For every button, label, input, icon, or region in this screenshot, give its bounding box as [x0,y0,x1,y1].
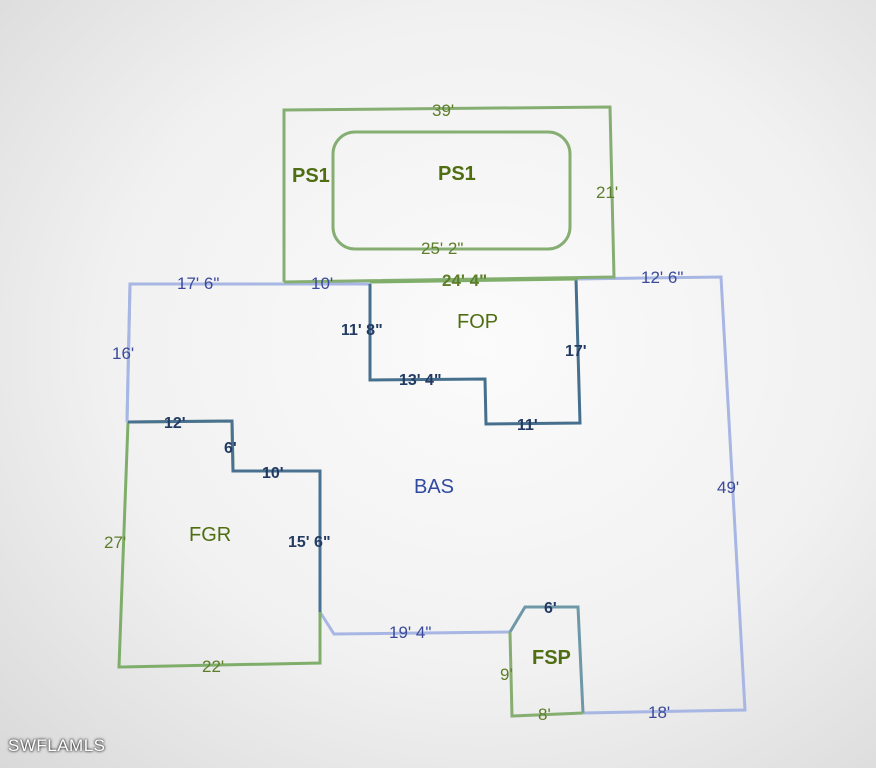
dim-bas-right: 49' [717,478,739,497]
dim-fop-bottom: 11' [517,417,538,434]
fop-outline [368,278,582,426]
dim-bas-top-mid: 10' [311,274,333,293]
fsp-outline-top [508,605,585,714]
fgr-top-step [127,419,322,612]
fgr-label: FGR [189,524,231,546]
watermark: SWFLAMLS [8,736,106,755]
dim-bas-bottom-mid: 19' 4" [389,623,431,642]
dim-pool-right: 21' [596,183,618,202]
dim-fgr-step-v: 6' [224,440,237,457]
dim-fop-top: 24' 4" [442,271,487,290]
fop-label: FOP [457,311,498,333]
bas-outline [125,282,371,423]
pool-outer-label: PS1 [292,165,330,187]
dim-fgr-left: 27' [104,533,126,552]
dim-fsp-left: 9' [500,665,513,684]
dim-fop-left: 11' 8" [341,322,383,339]
dim-fsp-top: 6' [544,600,557,617]
dim-bas-top-right: 12' 6" [641,268,683,287]
dim-bas-left-upper: 16' [112,344,134,363]
pool-inner-label: PS1 [438,163,476,185]
dim-pool-inner-bottom: 25' 2" [421,239,463,258]
dim-bas-bottom-right: 18' [648,703,670,722]
dim-fop-right: 17' [565,343,587,360]
bas-perimeter [125,275,747,715]
pool-inner-outline [331,130,572,251]
dim-pool-top: 39' [432,101,454,120]
dim-bas-top-left: 17' 6" [177,274,219,293]
bas-label: BAS [414,476,454,498]
dim-fgr-step-h: 10' [262,465,284,482]
dim-fgr-top: 12' [164,415,186,432]
fsp-outline-bottom [508,631,584,718]
fsp-label: FSP [532,647,571,669]
dim-fsp-bottom: 8' [538,705,551,724]
dim-fgr-bottom: 22' [202,657,224,676]
dim-fgr-right: 15' 6" [288,534,331,551]
dim-fop-step: 13' 4" [399,372,442,389]
fop-top-line [369,277,579,284]
